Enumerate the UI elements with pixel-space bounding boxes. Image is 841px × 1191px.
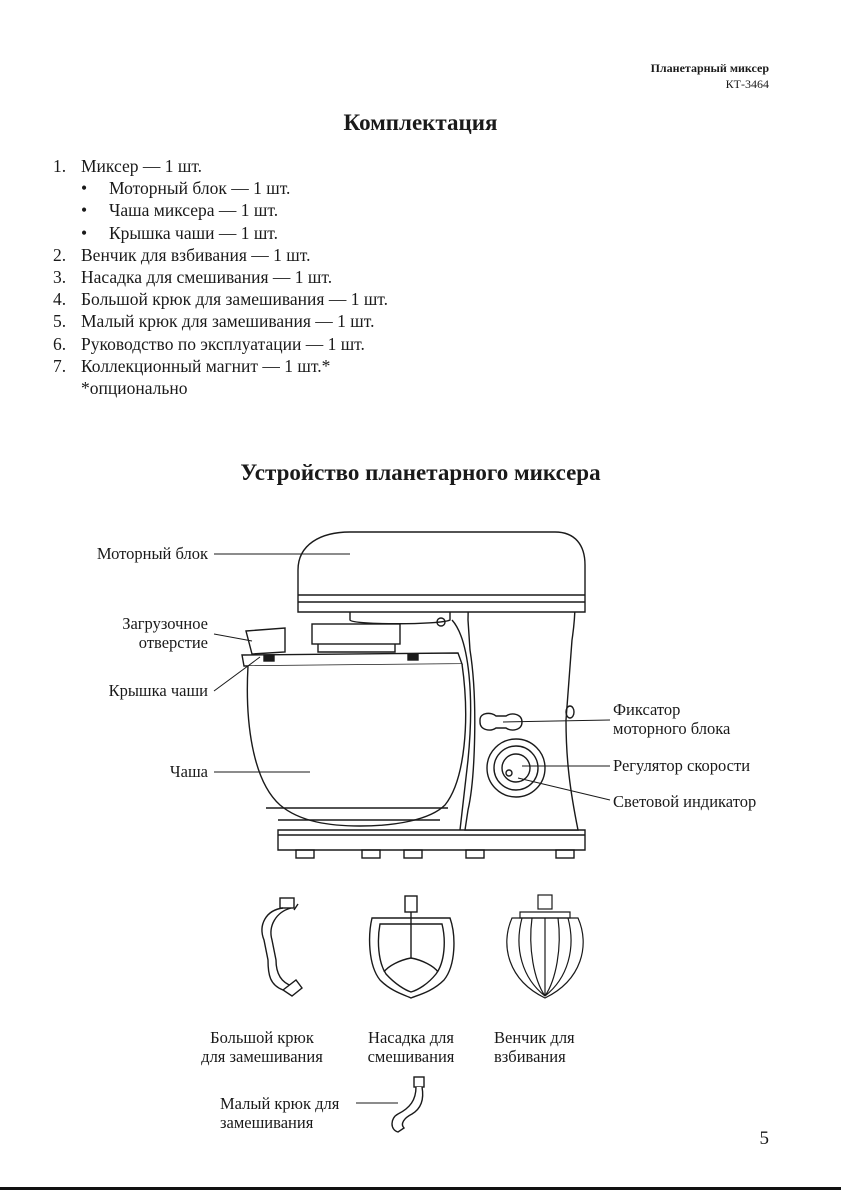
bowl-lid-label: Крышка чаши: [108, 681, 208, 700]
device-title: Устройство планетарного миксера: [240, 460, 601, 485]
whisk-label: Венчик для взбивания: [494, 1028, 575, 1066]
list-item: 3.Насадка для смешивания — 1 шт.: [53, 267, 333, 288]
mixer-feet: [295, 849, 575, 859]
list-item: 5.Малый крюк для замешивания — 1 шт.: [53, 311, 375, 332]
mixer-base: [277, 829, 586, 851]
speed-label: Регулятор скорости: [613, 756, 751, 775]
loading-hole-label: Загрузочное отверстие: [122, 614, 208, 652]
leader-lines: [213, 553, 611, 1104]
sub-list-item: •Чаша миксера — 1 шт.: [53, 199, 388, 221]
big-hook-label: Большой крюк для замешивания: [201, 1028, 323, 1066]
motor-lock-label: Фиксатор моторного блока: [613, 700, 731, 738]
list-item: 6.Руководство по эксплуатации — 1 шт.: [53, 333, 365, 354]
bowl-label: Чаша: [169, 762, 208, 781]
list-item: 7.Коллекционный магнит — 1 шт.*: [53, 355, 331, 376]
beater-label: Насадка для смешивания: [367, 1028, 455, 1066]
motor-head: [297, 531, 586, 613]
big-hook-drawing: [261, 897, 303, 997]
list-item: 4.Большой крюк для замешивания — 1 шт.: [53, 289, 389, 310]
bullet: •: [81, 178, 88, 199]
bullet: •: [81, 222, 88, 243]
list-item: 1.Миксер — 1 шт.: [53, 156, 203, 176]
model-number: КТ-3464: [725, 77, 769, 91]
bottom-rule: [0, 1187, 841, 1190]
bowl: [246, 663, 467, 827]
sub-list-item: •Моторный блок — 1 шт.: [53, 177, 388, 199]
bowl-lid: [241, 652, 463, 667]
contents-title: Комплектация: [343, 110, 498, 135]
sub-list-item: •Крышка чаши — 1 шт.: [53, 222, 388, 244]
speed-dial-knob: [501, 753, 531, 783]
indicator-label: Световой индикатор: [613, 792, 757, 811]
light-indicator: [505, 769, 513, 777]
motor-block-label: Моторный блок: [96, 544, 208, 563]
loading-hole: [245, 627, 286, 655]
list-item: 2.Венчик для взбивания — 1 шт.: [53, 244, 311, 265]
beater-drawing: [368, 895, 455, 999]
contents-list: 1.Миксер — 1 шт. •Моторный блок — 1 шт. …: [53, 155, 388, 399]
document-header: Планетарный миксер КТ-3464: [651, 60, 769, 92]
small-hook-drawing: [391, 1076, 425, 1133]
planetary-hub: [311, 623, 401, 645]
whisk-drawing: [506, 894, 584, 999]
bullet: •: [81, 200, 88, 221]
page-number: 5: [759, 1128, 770, 1149]
small-hook-label: Малый крюк для замешивания: [220, 1094, 340, 1132]
optional-note: *опционально: [81, 378, 188, 399]
product-name: Планетарный миксер: [650, 61, 769, 75]
